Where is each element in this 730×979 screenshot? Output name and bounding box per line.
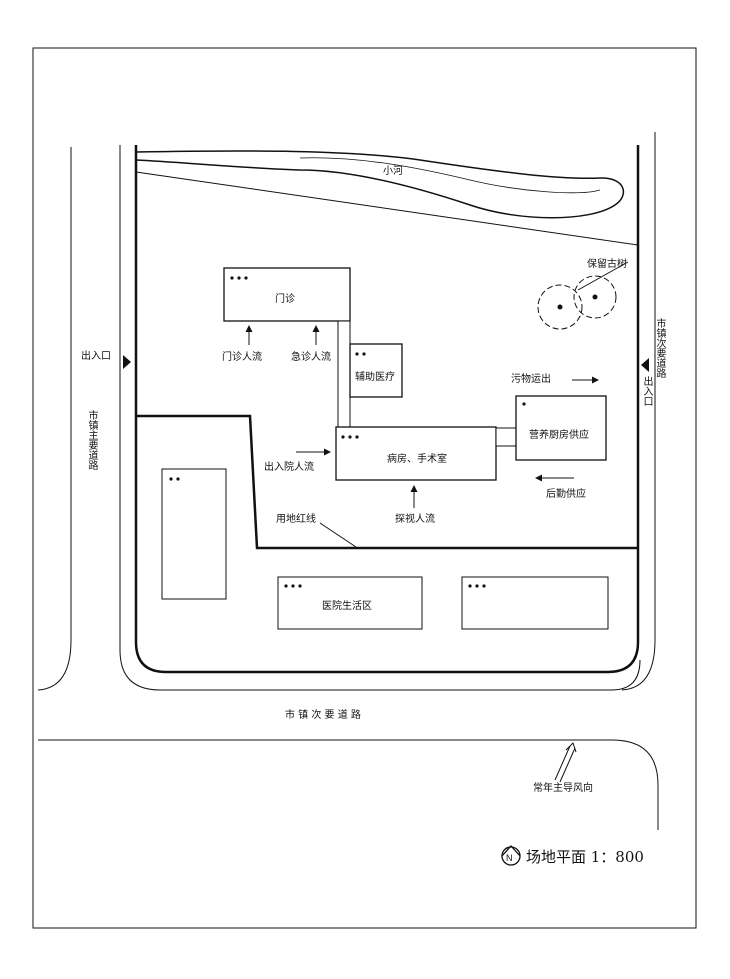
red-line-leader <box>319 522 357 548</box>
wind-arrow-icon <box>554 742 577 783</box>
triangle-entrance-icon <box>641 358 649 372</box>
outpatient-label: 门诊 <box>275 294 295 305</box>
river-inner <box>299 157 601 194</box>
kitchen-label: 营养厨房供应 <box>529 430 589 441</box>
outpatient-flow-label: 门诊人流 <box>222 352 262 363</box>
road-left-edge <box>37 147 72 691</box>
auxiliary-label: 辅助医疗 <box>355 372 395 383</box>
building-auxiliary <box>349 343 403 398</box>
triangle-entrance-icon <box>123 355 131 369</box>
logistics-label: 后勤供应 <box>546 489 586 500</box>
building-living <box>277 576 423 630</box>
in-out-flow-label: 出入院人流 <box>264 462 314 473</box>
wind-label: 常年主导风向 <box>533 783 593 794</box>
corridor-link <box>337 320 351 428</box>
emergency-flow-label: 急诊人流 <box>291 352 331 363</box>
site-boundary <box>134 145 640 674</box>
entrance-right-label: 出入口 <box>641 376 652 406</box>
red-line-label: 用地红线 <box>276 514 316 525</box>
road-right-edge <box>621 132 656 691</box>
road-secondary-right-label: 市镇次要道路 <box>654 318 665 378</box>
river-label: 小河 <box>383 166 403 177</box>
wards-label: 病房、手术室 <box>387 454 447 465</box>
flow-arrows <box>245 325 599 508</box>
entrance-left-label: 出入口 <box>81 351 111 362</box>
storey-dots <box>169 276 526 588</box>
building-living-2 <box>461 576 609 630</box>
trees-label: 保留古树 <box>587 259 627 270</box>
red-line <box>136 414 638 550</box>
living-area-label: 医院生活区 <box>322 601 372 612</box>
waste-out-label: 污物运出 <box>511 374 551 385</box>
river <box>135 150 625 219</box>
road-secondary-bottom-label: 市 镇 次 要 道 路 <box>285 710 361 721</box>
north-arrow-icon: N <box>501 845 521 866</box>
site-inner-line <box>119 145 641 691</box>
plan-title: 场地平面 1：800 <box>526 848 644 866</box>
road-main-left-label: 市镇主要道路 <box>86 410 97 470</box>
building-outpatient <box>223 267 351 322</box>
drawing-frame <box>32 47 697 929</box>
visitor-flow-label: 探视人流 <box>395 514 435 525</box>
river-bank-line <box>135 171 639 246</box>
tree-icon <box>537 261 629 330</box>
corridor-kitchen <box>495 427 517 447</box>
road-bottom-edge <box>38 739 659 830</box>
building-wards <box>335 426 497 481</box>
svg-text:N: N <box>506 853 513 863</box>
building-kitchen <box>515 395 607 461</box>
building-left-block <box>161 468 227 600</box>
